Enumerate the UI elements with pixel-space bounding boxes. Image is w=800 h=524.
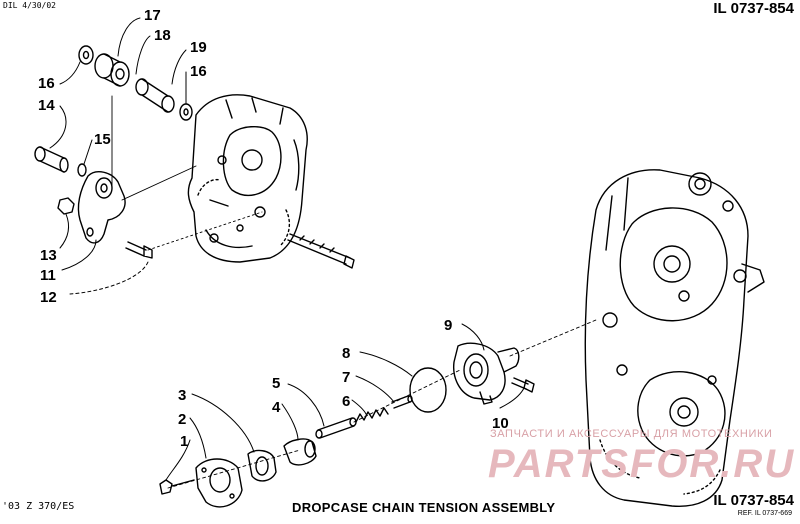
part-5-plunger: [315, 417, 357, 439]
part-4-cylinder: [283, 438, 317, 466]
part-15-washer: [77, 163, 87, 177]
callout-8: 8: [342, 345, 350, 362]
part-18-roller: [94, 53, 130, 87]
part-1-screw: [159, 479, 195, 495]
callout-15: 15: [94, 131, 111, 148]
part-13-nut: [57, 197, 75, 215]
part-7-pin: [391, 395, 413, 409]
callout-4: 4: [272, 399, 281, 416]
callout-18: 18: [154, 27, 171, 44]
part-9-tensioner-housing: [453, 342, 520, 405]
mounting-bolt: [287, 233, 355, 269]
part-14-shoulder-bolt: [34, 146, 69, 173]
illustration-id-bottom: IL 0737-854: [713, 492, 794, 509]
callout-labels: 17 18 19 16 16 14 15 13 11 12 9 8 7 6 5 …: [38, 7, 509, 450]
part-6-spring: [355, 407, 389, 423]
callout-16-right: 16: [190, 63, 207, 80]
leader-lines: [49, 17, 525, 481]
callout-13: 13: [40, 247, 57, 264]
part-17-washer: [78, 45, 94, 65]
callout-10: 10: [492, 415, 509, 432]
watermark-caption: ЗАПЧАСТИ И АКСЕССУАРЫ ДЛЯ МОТОТЕХНИКИ: [490, 428, 773, 440]
diagram-title: DROPCASE CHAIN TENSION ASSEMBLY: [292, 500, 556, 515]
part-8-gasket: [409, 367, 447, 413]
watermark-logo: PARTSFOR.RU: [488, 442, 796, 486]
part-16-washer: [179, 103, 193, 121]
callout-11: 11: [40, 267, 56, 284]
part-11-tensioner-arm: [77, 171, 126, 244]
reference-id: REF. IL 0737-669: [737, 510, 792, 517]
callout-2: 2: [178, 411, 186, 428]
callout-7: 7: [342, 369, 350, 386]
callout-14: 14: [38, 97, 55, 114]
callout-17: 17: [144, 7, 161, 24]
upper-case-housing: [187, 94, 308, 263]
part-19-bushing: [135, 78, 175, 113]
dropcase-housing: [584, 169, 765, 507]
date-code: DIL 4/30/02: [3, 1, 56, 10]
part-12-bolt: [125, 241, 153, 259]
callout-1: 1: [180, 433, 188, 450]
illustration-id-top: IL 0737-854: [713, 0, 794, 17]
callout-6: 6: [342, 393, 350, 410]
model-label: '03 Z 370/ES: [2, 501, 75, 512]
part-3-cover: [247, 449, 277, 482]
callout-12: 12: [40, 289, 57, 306]
callout-9: 9: [444, 317, 452, 334]
callout-16-left: 16: [38, 75, 55, 92]
part-2-cap: [195, 458, 243, 508]
callout-19: 19: [190, 39, 207, 56]
callout-3: 3: [178, 387, 186, 404]
callout-5: 5: [272, 375, 280, 392]
